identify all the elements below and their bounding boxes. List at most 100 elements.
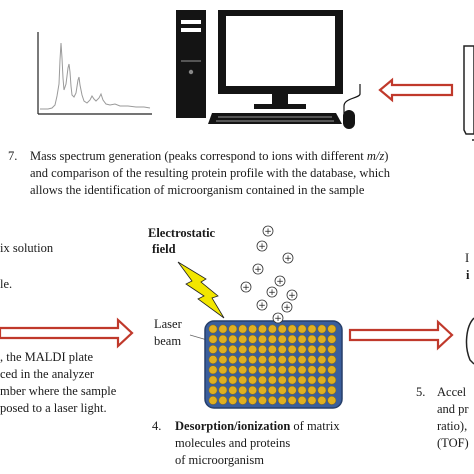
analyzer-instrument-edge [463, 45, 474, 141]
step7-line3: allows the identification of microorgani… [30, 183, 365, 197]
sample-spot [218, 365, 228, 375]
sample-spot [248, 355, 257, 364]
sample-spot [317, 345, 327, 354]
sample-spot [258, 375, 267, 385]
sample-spot [307, 385, 317, 395]
right-fragment-second: i [466, 268, 470, 282]
sample-spot [238, 324, 248, 334]
sample-spot [208, 365, 218, 375]
laser-label: Laser [154, 317, 182, 331]
maldi-plate [204, 320, 343, 409]
sample-spot [307, 355, 317, 364]
ion-plus-sign: + [283, 303, 291, 313]
mass-spectrum-plot [37, 32, 152, 115]
sample-spot [327, 355, 337, 364]
sample-spot [297, 365, 307, 375]
sample-spot [307, 365, 317, 375]
sample-spot [258, 365, 267, 375]
step5-line4: (TOF) [437, 436, 469, 450]
positive-ion: + [256, 299, 268, 311]
sample-spot [208, 385, 218, 395]
sample-spot [258, 324, 267, 334]
sample-spot [218, 385, 228, 395]
ion-cloud: +++++++++++ [240, 225, 298, 324]
computer-mouse [343, 84, 361, 129]
sample-spot [287, 375, 297, 385]
positive-ion: + [281, 301, 293, 313]
computer-monitor [218, 10, 343, 109]
sample-spot [228, 345, 238, 354]
lightning-bolt-icon [177, 261, 225, 319]
sample-spot [327, 385, 337, 395]
plate-desc-line3: mber where the sample [0, 384, 117, 398]
sample-spot [248, 345, 257, 354]
sample-spot [277, 396, 287, 405]
step4-line2: molecules and proteins [175, 436, 291, 450]
field-label: field [152, 242, 176, 256]
sample-spot [277, 375, 287, 385]
sample-spot [297, 396, 307, 405]
positive-ion: + [262, 225, 274, 237]
plate-spots [208, 324, 337, 405]
sample-spot [228, 396, 238, 405]
sample-spot [218, 396, 228, 405]
positive-ion: + [256, 240, 268, 252]
sample-spot [208, 355, 218, 364]
sample-spot [307, 334, 317, 344]
tof-tube-edge [465, 317, 474, 365]
positive-ion: + [272, 312, 284, 324]
sample-spot [218, 345, 228, 354]
sample-spot [268, 355, 277, 364]
positive-ion: + [240, 281, 252, 293]
sample-spot [228, 334, 238, 344]
ion-plus-sign: + [288, 291, 296, 301]
sample-spot [287, 385, 297, 395]
plate-desc-line2: ced in the analyzer [0, 367, 95, 381]
sample-spot [327, 345, 337, 354]
step4-line3: of microorganism [175, 453, 264, 467]
ion-plus-sign: + [274, 314, 282, 324]
sample-spot [218, 334, 228, 344]
ion-plus-sign: + [242, 283, 250, 293]
sample-spot [268, 396, 277, 405]
positive-ion: + [274, 275, 286, 287]
step4-line1: Desorption/ionization of matrix [175, 419, 340, 434]
sample-spot [238, 345, 248, 354]
sample-spot [287, 365, 297, 375]
step5-line2: and pr [437, 402, 469, 416]
step7-number: 7. [8, 149, 18, 163]
sample-spot [307, 324, 317, 334]
matrix-solution-fragment: ix solution [0, 241, 54, 255]
step7-line2: and comparison of the resulting protein … [30, 166, 390, 180]
sample-spot [248, 385, 257, 395]
sample-spot [277, 385, 287, 395]
sample-spot [248, 375, 257, 385]
step5-line3: ratio), [437, 419, 468, 433]
sample-spot [317, 334, 327, 344]
arrow-to-computer [378, 77, 454, 103]
sample-spot [297, 345, 307, 354]
sample-spot [208, 375, 218, 385]
sample-spot [327, 324, 337, 334]
ion-plus-sign: + [264, 227, 272, 237]
sample-spot [277, 334, 287, 344]
ion-plus-sign: + [254, 265, 262, 275]
positive-ion: + [282, 252, 294, 264]
sample-spot [218, 375, 228, 385]
sample-spot [268, 365, 277, 375]
sample-spot [248, 334, 257, 344]
step4-number: 4. [152, 419, 162, 433]
sample-spot [317, 396, 327, 405]
ion-plus-sign: + [276, 277, 284, 287]
sample-spot [317, 355, 327, 364]
sample-spot [317, 375, 327, 385]
sample-spot [228, 385, 238, 395]
arrow-to-acceleration [348, 319, 454, 351]
sample-spot [287, 355, 297, 364]
arrow-to-ionization [0, 317, 134, 349]
sample-spot [208, 396, 218, 405]
sample-spot [277, 324, 287, 334]
sample-spot [297, 334, 307, 344]
ion-plus-sign: + [268, 288, 276, 298]
sample-spot [258, 355, 267, 364]
